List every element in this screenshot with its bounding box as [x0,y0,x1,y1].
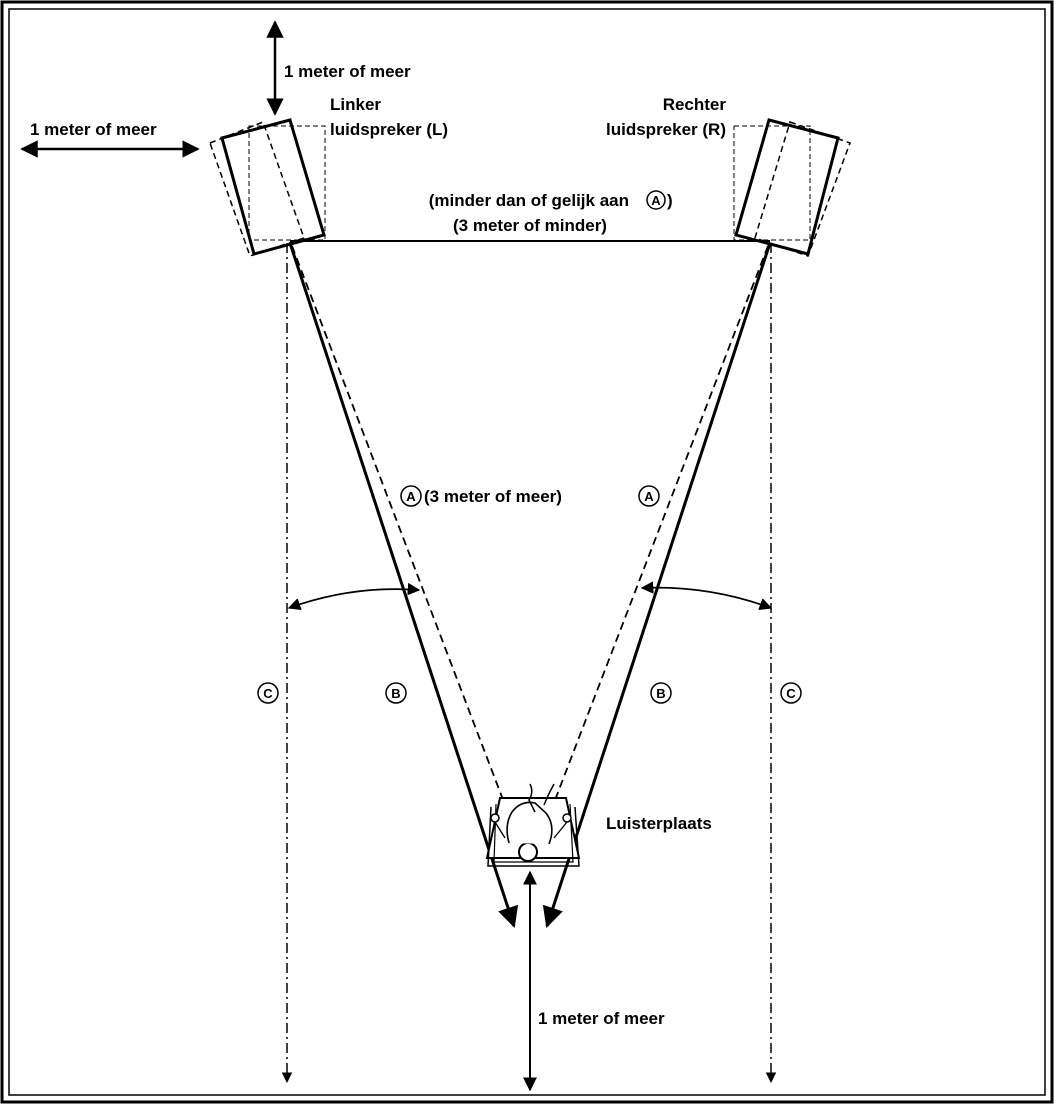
right-speaker-label-line2: luidspreker (R) [606,120,726,139]
listener-body [506,801,553,845]
side-clearance-label: 1 meter of meer [30,120,157,139]
left-b-marker: B [391,686,400,701]
left-b-line [288,242,519,928]
left-a-marker: A [406,489,416,504]
rear-clearance-label: 1 meter of meer [538,1009,665,1028]
right-a-line [543,245,769,828]
left-a-line [291,245,515,828]
listener-icon [485,783,581,867]
left-b-marker-circle [385,682,407,704]
right-b-marker: B [656,686,665,701]
spacing-label-line1: (minder dan of gelijk aan [429,191,629,210]
listener-right-arm [553,821,568,839]
left-speaker-label-line2: luidspreker (L) [330,120,448,139]
spacing-marker-a-circle [646,190,666,210]
listener-left-hand [490,813,500,823]
right-speaker-cabinet [734,118,840,256]
spacing-label-line1-end: ) [667,191,673,210]
right-c-marker-circle [780,682,802,704]
listener-head [518,842,538,862]
listening-position-label: Luisterplaats [606,814,712,833]
right-speaker-reference-outline [733,125,811,241]
inner-frame [8,8,1046,1096]
left-angle-arrow [287,582,421,611]
left-c-marker: C [263,686,273,701]
left-speaker [209,118,326,257]
listener-right-hand [562,813,572,823]
right-speaker-label-line1: Rechter [663,95,727,114]
right-b-marker-circle [650,682,672,704]
left-speaker-angled-outline [209,121,305,257]
right-a-marker-circle [638,485,660,507]
distance-a-label: (3 meter of meer) [424,487,562,506]
right-angle-arrow [640,581,773,611]
listener-left-leg [528,783,536,813]
right-speaker [733,118,851,257]
left-speaker-label-line1: Linker [330,95,381,114]
right-c-marker: C [786,686,796,701]
chair-frame-inner [493,803,574,863]
spacing-marker-a: A [651,193,661,208]
left-speaker-cabinet [220,118,326,256]
chair-frame-outer [487,806,580,867]
left-speaker-reference-outline [248,125,326,241]
left-a-marker-circle [400,485,422,507]
spacing-label-line2: (3 meter of minder) [453,216,607,235]
left-c-marker-circle [257,682,279,704]
listener-right-leg [543,783,555,806]
listener-left-arm [494,821,506,839]
right-a-marker: A [644,489,654,504]
top-clearance-label: 1 meter of meer [284,62,411,81]
